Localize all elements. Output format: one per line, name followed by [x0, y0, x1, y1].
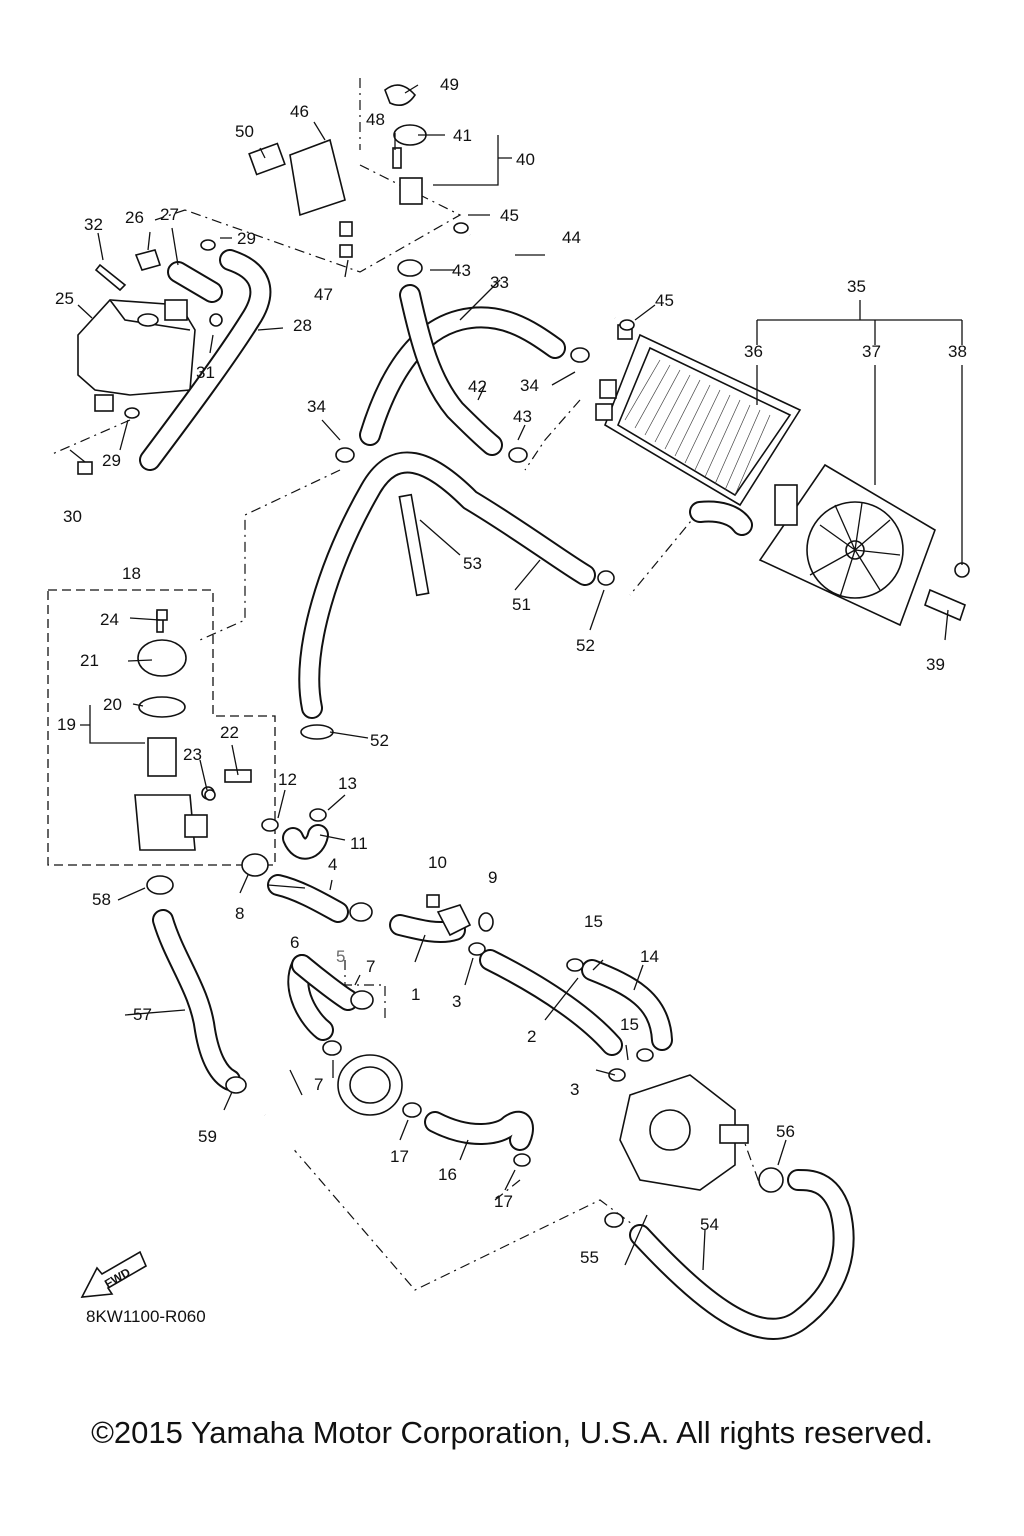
callout-40: 40 [516, 150, 535, 169]
callout-41: 41 [453, 126, 472, 145]
pipes [260, 232, 617, 1154]
oil-cooler [337, 1054, 403, 1116]
radiator-cap-assembly [248, 84, 427, 237]
callout-53: 53 [463, 554, 482, 573]
callout-16: 16 [438, 1165, 457, 1184]
callout-29: 29 [237, 229, 256, 248]
thermostat-housing [134, 611, 252, 851]
callout-42: 42 [468, 377, 487, 396]
callout-28: 28 [293, 316, 312, 335]
callout-20: 20 [103, 695, 122, 714]
callout-43b: 43 [513, 407, 532, 426]
callout-37: 37 [862, 342, 881, 361]
callout-46: 46 [290, 102, 309, 121]
callout-7b: 7 [314, 1075, 323, 1094]
radiator [595, 324, 802, 507]
callout-32: 32 [84, 215, 103, 234]
callout-56: 56 [776, 1122, 795, 1141]
callout-13: 13 [338, 774, 357, 793]
callout-33: 33 [490, 273, 509, 292]
bolts [69, 244, 472, 937]
parts-diagram: 1 2 3 3 4 5 6 7 7 8 9 10 11 12 13 14 15 … [47, 75, 970, 1340]
callout-3: 3 [452, 992, 461, 1011]
callout-25: 25 [55, 289, 74, 308]
callout-59: 59 [198, 1127, 217, 1146]
callout-11: 11 [350, 834, 368, 853]
callout-27: 27 [160, 205, 179, 224]
callout-57: 57 [133, 1005, 152, 1024]
callout-38: 38 [948, 342, 967, 361]
callout-2: 2 [527, 1027, 536, 1046]
callout-4: 4 [328, 855, 337, 874]
callout-7: 7 [366, 957, 375, 976]
diagram-code: 8KW1100-R060 [86, 1307, 206, 1326]
callout-17: 17 [390, 1147, 409, 1166]
water-pump [619, 1074, 749, 1191]
callout-12: 12 [278, 770, 297, 789]
callout-54: 54 [700, 1215, 719, 1234]
callout-45: 45 [500, 206, 519, 225]
callout-58: 58 [92, 890, 111, 909]
callout-10: 10 [428, 853, 447, 872]
callout-55: 55 [580, 1248, 599, 1267]
callout-24: 24 [100, 610, 119, 629]
callout-22: 22 [220, 723, 239, 742]
callout-43: 43 [452, 261, 471, 280]
callout-35: 35 [847, 277, 866, 296]
callout-52b: 52 [370, 731, 389, 750]
callout-17b: 17 [494, 1192, 513, 1211]
callout-29b: 29 [102, 451, 121, 470]
callout-3b: 3 [570, 1080, 579, 1099]
callout-21: 21 [80, 651, 99, 670]
callout-48: 48 [366, 110, 385, 129]
hose-clamps [124, 222, 784, 1228]
callout-1: 1 [411, 985, 420, 1004]
cooling-fan [758, 463, 970, 627]
fwd-arrow-icon: FWD [80, 1250, 148, 1298]
callout-8: 8 [235, 904, 244, 923]
callout-44: 44 [562, 228, 581, 247]
callout-50: 50 [235, 122, 254, 141]
callout-9: 9 [488, 868, 497, 887]
callout-14: 14 [640, 947, 659, 966]
hoses [139, 249, 855, 1340]
callout-26: 26 [125, 208, 144, 227]
callout-19: 19 [57, 715, 76, 734]
callout-39: 39 [926, 655, 945, 674]
leader-lines [77, 84, 963, 1271]
callout-5: 5 [336, 947, 345, 966]
thermostat-assembly-box [47, 589, 276, 866]
callout-49: 49 [440, 75, 459, 94]
callout-31: 31 [196, 363, 215, 382]
callout-15b: 15 [620, 1015, 639, 1034]
copyright-notice: ©2015 Yamaha Motor Corporation, U.S.A. A… [91, 1415, 933, 1450]
callout-15: 15 [584, 912, 603, 931]
callout-34: 34 [520, 376, 539, 395]
callout-52: 52 [576, 636, 595, 655]
callout-18: 18 [122, 564, 141, 583]
callout-23: 23 [183, 745, 202, 764]
callout-6: 6 [290, 933, 299, 952]
callout-30: 30 [63, 507, 82, 526]
callout-47: 47 [314, 285, 333, 304]
callout-36: 36 [744, 342, 763, 361]
callout-34b: 34 [307, 397, 326, 416]
callout-51: 51 [512, 595, 531, 614]
callout-numbers: 1 2 3 3 4 5 6 7 7 8 9 10 11 12 13 14 15 … [55, 75, 967, 1267]
callout-45b: 45 [655, 291, 674, 310]
coolant-reservoir [77, 299, 196, 412]
